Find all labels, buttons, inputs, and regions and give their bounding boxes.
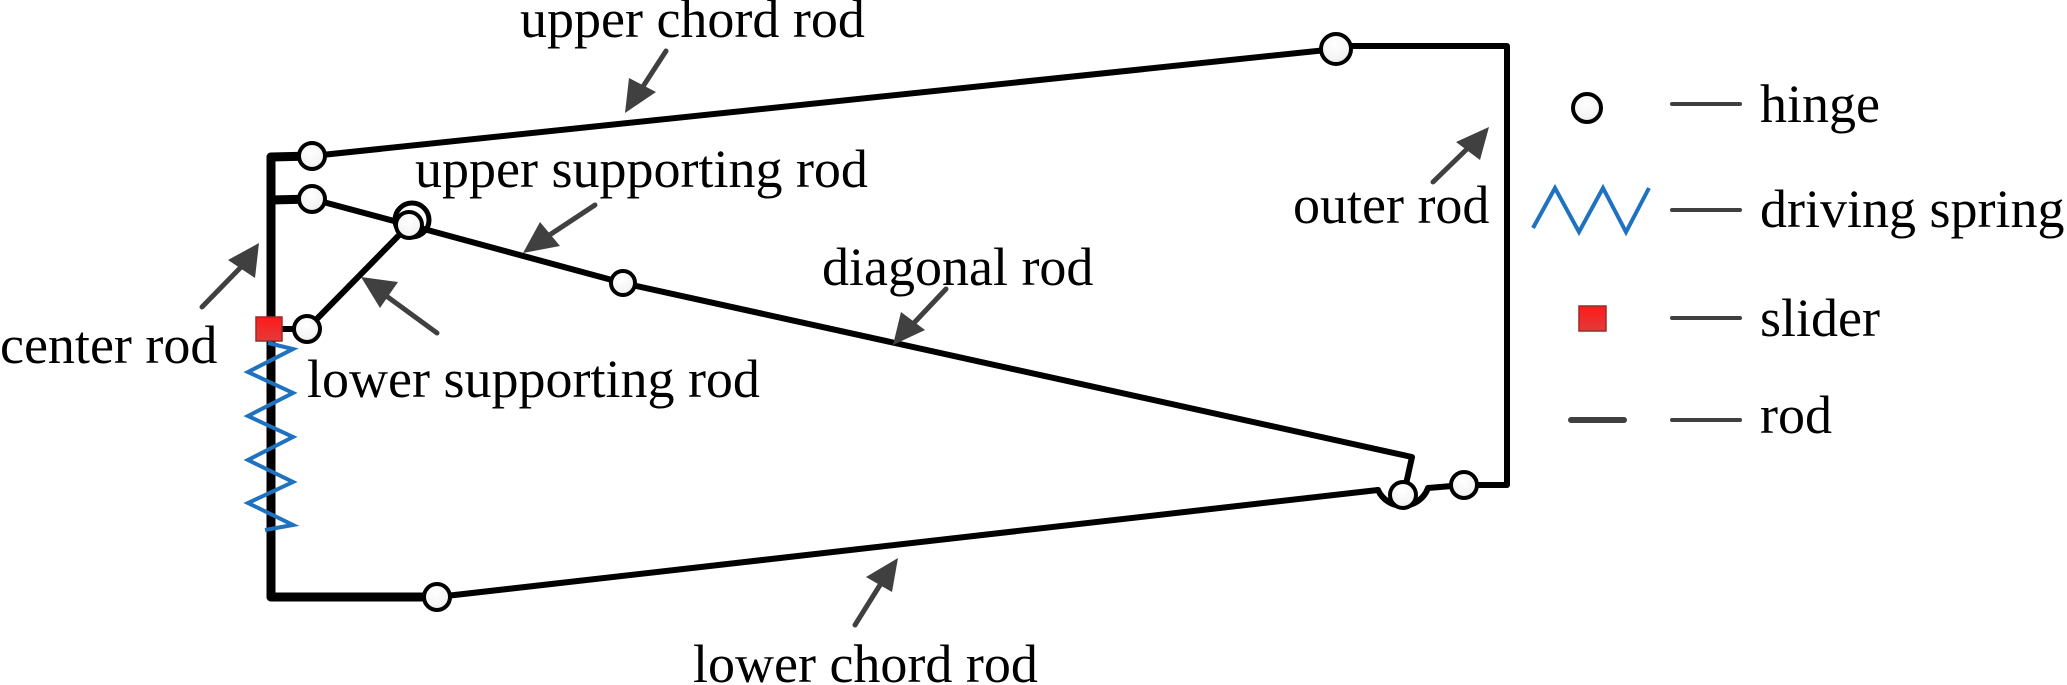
slider-icon xyxy=(1578,305,1607,332)
legend-label-driving-spring: driving spring xyxy=(1760,179,2065,239)
arrow-outer-rod xyxy=(1430,127,1489,185)
hinge xyxy=(422,582,452,612)
legend-item-driving-spring: driving spring xyxy=(1531,179,2065,239)
legend-label-rod: rod xyxy=(1760,385,1832,445)
hinge xyxy=(1319,32,1353,66)
arrow-lower-supporting-rod xyxy=(361,277,440,336)
legend-item-hinge: hinge xyxy=(1571,74,1880,134)
driving-spring xyxy=(243,341,300,532)
hinge xyxy=(292,314,322,344)
hinge xyxy=(1388,480,1418,510)
lower-supporting-rod xyxy=(304,222,412,332)
arrow-center-rod xyxy=(199,243,259,310)
label-center-rod: center rod xyxy=(0,315,217,375)
label-diagonal-rod: diagonal rod xyxy=(822,237,1093,297)
outer-rod xyxy=(1333,43,1510,488)
upper-chord-rod xyxy=(309,46,1339,159)
arrow-lower-chord-rod xyxy=(852,558,898,628)
legend-label-slider: slider xyxy=(1760,288,1880,348)
arrow-upper-supporting-rod xyxy=(523,202,598,253)
label-outer-rod: outer rod xyxy=(1293,175,1489,235)
legend: hinge driving spring slider rod xyxy=(1531,74,2065,445)
legend-item-slider: slider xyxy=(1578,288,1880,348)
label-lower-supporting-rod: lower supporting rod xyxy=(307,349,760,409)
legend-label-hinge: hinge xyxy=(1760,74,1880,134)
hinge xyxy=(1449,470,1479,500)
hinge xyxy=(394,210,424,240)
hinge-icon xyxy=(1571,92,1603,124)
slider xyxy=(255,316,283,342)
lower-chord-rod xyxy=(434,487,1381,600)
label-upper-chord-rod: upper chord rod xyxy=(520,0,865,49)
hinge xyxy=(297,141,327,171)
arrow-upper-chord-rod xyxy=(625,48,669,113)
spring-icon xyxy=(1531,183,1651,237)
hinge xyxy=(609,269,637,297)
label-lower-chord-rod: lower chord rod xyxy=(693,634,1038,685)
hinge xyxy=(297,184,327,214)
label-upper-supporting-rod: upper supporting rod xyxy=(415,139,868,199)
diagonal-rod xyxy=(406,222,1415,487)
legend-item-rod: rod xyxy=(1568,385,1832,445)
arrow-diagonal-rod xyxy=(893,286,949,345)
